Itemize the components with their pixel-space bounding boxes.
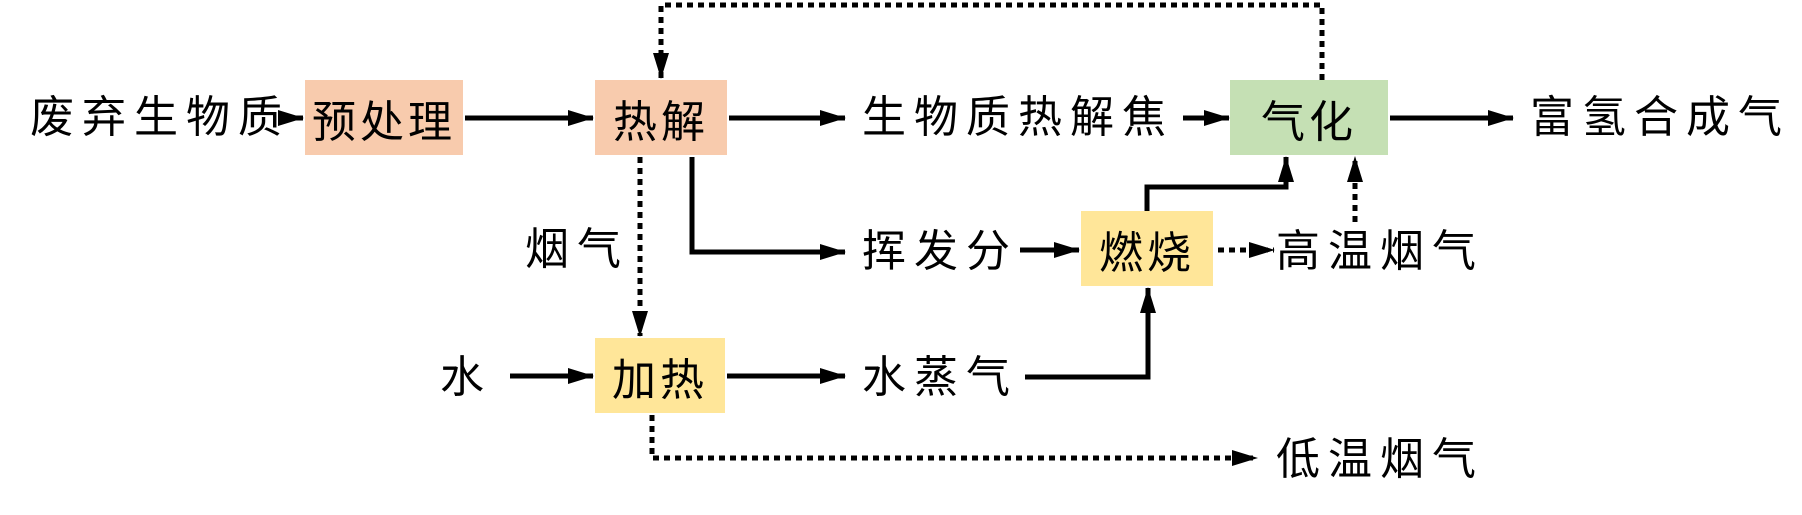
box-combustion: 燃烧 — [1081, 211, 1213, 286]
node-waste-biomass: 废弃生物质 — [30, 92, 290, 143]
box-heating-label: 加热 — [612, 354, 708, 406]
node-steam: 水蒸气 — [862, 352, 1018, 403]
box-gasification: 气化 — [1230, 80, 1388, 155]
node-volatiles: 挥发分 — [862, 226, 1018, 277]
node-high-temp-flue-gas: 高温烟气 — [1276, 226, 1484, 277]
arrow-combustion-to-gasification — [1144, 156, 1294, 211]
box-pretreatment: 预处理 — [305, 80, 463, 155]
arrow-steam-to-combustion — [1025, 287, 1156, 380]
box-gasification-label: 气化 — [1261, 96, 1357, 148]
arrow-gasification-to-pyrolysis-dotted — [653, 2, 1325, 80]
box-combustion-label: 燃烧 — [1099, 227, 1195, 279]
node-water: 水 — [440, 352, 492, 403]
node-syngas: 富氢合成气 — [1530, 92, 1790, 143]
node-biochar: 生物质热解焦 — [862, 92, 1174, 143]
label-flue-gas: 烟气 — [525, 224, 629, 275]
box-pyrolysis-label: 热解 — [613, 96, 709, 148]
arrow-pyrolysis-to-volatiles — [689, 157, 846, 260]
box-heating: 加热 — [595, 338, 725, 413]
arrow-heating-to-cold-flue-dotted — [649, 415, 1258, 466]
box-pretreatment-label: 预处理 — [312, 96, 456, 148]
node-low-temp-flue-gas: 低温烟气 — [1276, 434, 1484, 485]
box-pyrolysis: 热解 — [595, 80, 727, 155]
